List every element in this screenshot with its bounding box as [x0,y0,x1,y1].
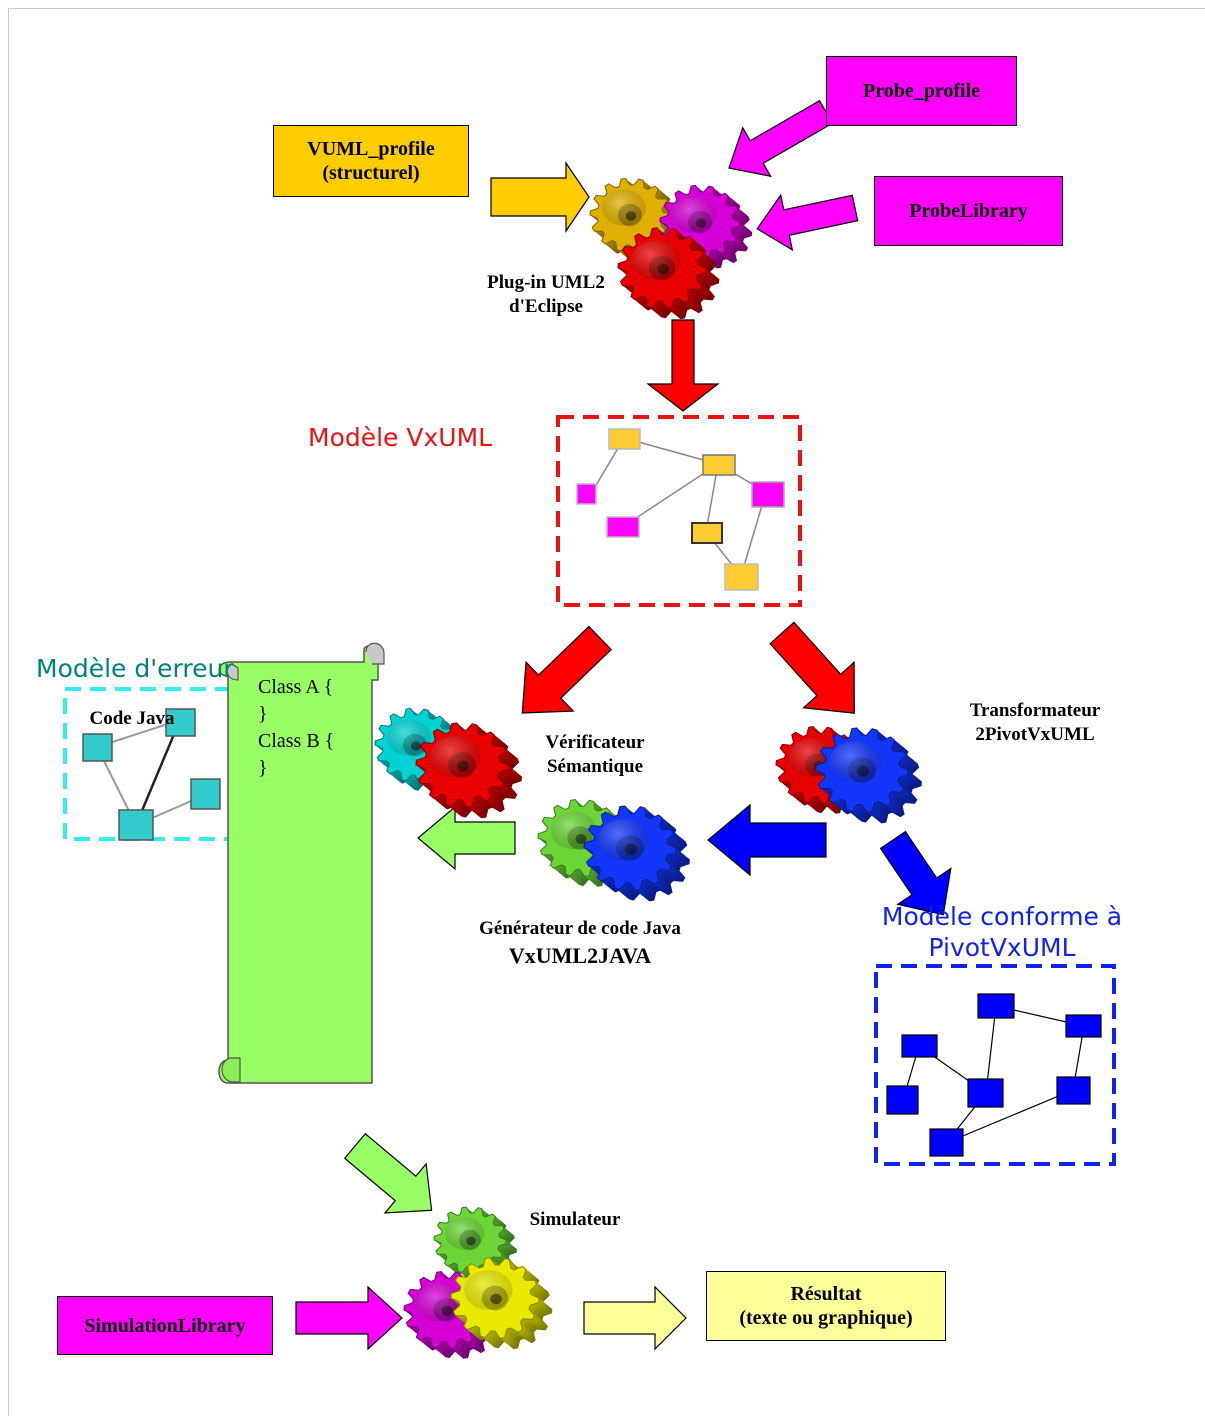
node [606,516,640,538]
simulation-library-box: SimulationLibrary [57,1296,273,1355]
node [886,1085,919,1115]
gear-icon [403,1271,501,1359]
gear-icon [815,727,922,824]
verificateur-label: Vérificateur Sémantique [545,732,645,777]
simulateur-label: Simulateur [529,1209,621,1230]
arrow-code-to-simulateur [343,1132,433,1214]
arrow-vxuml-to-transformateur [769,621,855,714]
node [165,708,196,737]
gear-icon [415,722,522,819]
code-line: } [258,703,268,725]
node [82,733,113,762]
gear-icon [450,1257,553,1350]
model-vxuml-title: Modèle VxUML [308,423,493,452]
arrow-vuml-to-plugin [490,161,590,233]
node [901,1034,938,1058]
generateur-label-line1: Générateur de code Java [479,918,681,939]
code-java-label: Code Java [89,708,175,729]
generateur-label-line2: VxUML2JAVA [508,943,652,968]
arrow-probelibrary-to-plugin [756,193,859,252]
node [929,1128,964,1157]
arrow-transformateur-to-pivot [879,830,952,916]
arrow-plugin-to-vxuml [646,319,720,412]
gear-cluster-generateur [537,799,690,902]
node [608,428,641,450]
node [751,481,785,508]
vuml-profile-box: VUML_profile (structurel) [273,125,469,197]
node [576,483,597,505]
node [691,522,723,544]
node [1065,1014,1102,1038]
resultat-box: Résultat (texte ou graphique) [706,1271,946,1341]
model-erreur-title: Modèle d'erreur [36,654,234,683]
probe-library-box: ProbeLibrary [874,176,1063,246]
node [967,1078,1004,1108]
model-pivot-frame [874,964,1116,1166]
node [977,993,1015,1019]
node [1056,1076,1091,1105]
arrow-simulateur-to-resultat [583,1285,687,1351]
node [190,778,221,810]
plugin-label: Plug-in UML2 d'Eclipse [487,272,605,317]
gear-cluster-verificateur [374,707,522,819]
arrow-generateur-to-code [417,805,516,871]
model-pivot-title: Modèle conforme à PivotVxUML [881,902,1123,962]
arrow-pivot-to-generateur [707,803,827,877]
node [724,563,759,591]
code-line: Class A { [258,676,333,698]
code-line: } [258,757,268,779]
arrow-probe-profile-to-plugin [728,99,834,178]
arrow-simlib-to-simulateur [295,1285,403,1351]
transformateur-label: Transformateur 2PivotVxUML [969,700,1101,745]
page-frame [8,8,1205,1416]
model-vxuml-frame [556,415,802,607]
code-line: Class B { [258,730,334,752]
gear-cluster-plugin [589,177,753,320]
gear-cluster-transformateur [775,726,922,824]
node [118,809,154,841]
gear-icon [617,227,720,320]
node [702,454,736,476]
probe-profile-box: Probe_profile [826,56,1017,126]
arrow-vxuml-to-verificateur [521,625,612,714]
gear-icon [583,805,690,902]
gear-cluster-simulateur [403,1206,553,1359]
code-scroll-icon: Class A { } Class B { } [218,642,385,1084]
